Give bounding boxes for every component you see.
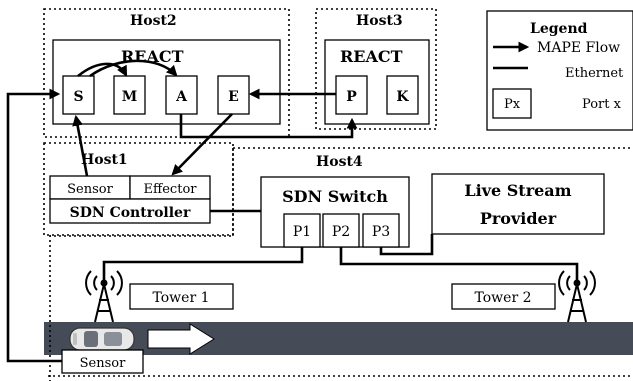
flow-sensor-to-s — [72, 114, 89, 177]
host1-label: Host1 — [81, 152, 128, 168]
execute-e-box — [217, 75, 250, 115]
flow-car-sensor-to-s — [6, 88, 62, 363]
host1-sensor-label: Sensor — [67, 182, 113, 197]
tower2-label: Tower 2 — [475, 290, 532, 306]
live-stream-provider-box — [431, 173, 605, 235]
car-icon — [69, 327, 135, 351]
react-title-host3: REACT — [340, 47, 403, 66]
analyze-m-box — [113, 75, 146, 115]
p3-provider-link — [379, 234, 434, 256]
monitor-s-box — [62, 75, 95, 115]
sdn-switch-label: SDN Switch — [282, 187, 388, 206]
car-sensor-box — [61, 349, 144, 374]
tower1-label-box — [129, 283, 234, 310]
provider-line1: Live Stream — [464, 181, 571, 200]
host1-region — [43, 142, 234, 236]
host1-effector-label: Effector — [144, 182, 198, 197]
host3-label: Host3 — [356, 13, 403, 29]
sdn-controller-label: SDN Controller — [70, 205, 191, 221]
p-box — [335, 75, 368, 115]
s-label: S — [73, 89, 83, 105]
tower2-antenna-icon — [558, 270, 596, 323]
flow-e-to-effector — [171, 113, 233, 176]
k-box — [386, 75, 419, 115]
p1-tower1-link — [102, 247, 304, 282]
p2-tower2-link — [339, 247, 579, 282]
port-p1-label: P1 — [293, 224, 311, 240]
a-label: A — [175, 89, 188, 105]
host4-region — [48, 147, 633, 381]
host4-label: Host4 — [316, 154, 363, 170]
legend-mape-label: MAPE Flow — [537, 40, 620, 56]
legend-port-label: Port x — [582, 97, 622, 112]
p-label: P — [346, 89, 357, 105]
car-sensor-label: Sensor — [80, 356, 126, 371]
port-p2-label: P2 — [332, 224, 350, 240]
e-label: E — [228, 89, 239, 105]
motion-direction-arrow-icon — [147, 323, 215, 355]
tower2-label-box — [451, 283, 556, 310]
k-label: K — [396, 89, 409, 105]
port-p3-label: P3 — [372, 224, 390, 240]
host2-label: Host2 — [130, 13, 177, 29]
legend-ethernet-label: Ethernet — [565, 66, 624, 81]
flow-a-to-p — [179, 114, 358, 139]
plan-a-box — [165, 75, 198, 115]
tower1-antenna-icon — [85, 270, 123, 323]
m-label: M — [122, 89, 138, 105]
tower1-label: Tower 1 — [153, 290, 210, 306]
host3-region — [315, 8, 437, 130]
legend-title: Legend — [530, 21, 588, 37]
flow-s-to-m — [77, 62, 128, 78]
legend-port-symbol: Px — [504, 97, 521, 112]
port-p3-box — [362, 213, 400, 248]
host2-region — [43, 8, 290, 138]
legend-port-box — [492, 88, 532, 119]
flow-s-to-a — [89, 59, 178, 78]
provider-line2: Provider — [480, 209, 557, 228]
